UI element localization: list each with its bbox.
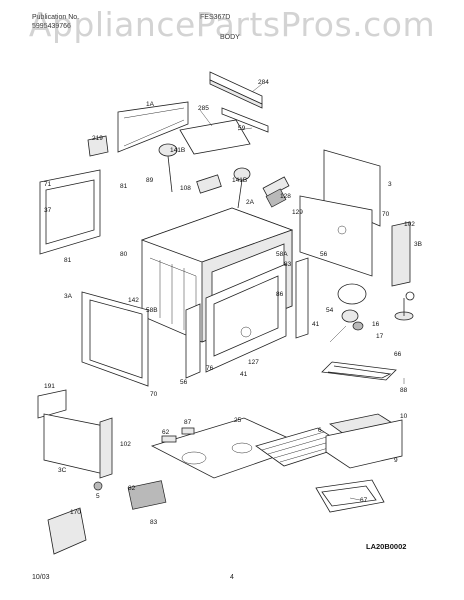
part-label: 88 xyxy=(400,387,408,394)
part-label: 81 xyxy=(64,257,72,264)
top-trim-59 xyxy=(221,107,269,133)
bake-element-66 xyxy=(321,361,397,381)
broil-element-67 xyxy=(315,479,385,513)
part-label: 102 xyxy=(120,441,131,448)
part-label: 141B xyxy=(232,177,247,184)
thermostat-141b-left xyxy=(158,143,178,193)
section-title: BODY xyxy=(220,34,240,41)
part-label: 170 xyxy=(70,509,81,516)
part-label: 67 xyxy=(360,497,368,504)
part-label: 81 xyxy=(120,183,128,190)
part-label: 2A xyxy=(246,199,255,206)
part-label: 70 xyxy=(382,211,390,218)
part-label: 58A xyxy=(276,251,288,258)
dial-panel-142 xyxy=(337,283,367,305)
part-label: 5 xyxy=(96,493,100,500)
part-label: 142 xyxy=(128,297,139,304)
side-panel-71 xyxy=(39,169,101,255)
bracket-102 xyxy=(391,221,411,287)
model-number: FES367D xyxy=(200,14,231,21)
part-label: 86 xyxy=(276,291,284,298)
publication-label: Publication No. xyxy=(32,14,80,21)
part-label: 191 xyxy=(44,383,55,390)
part-label: 141B xyxy=(170,147,185,154)
part-label: 70 xyxy=(150,391,158,398)
back-panel-1a xyxy=(117,101,189,153)
clip-87 xyxy=(181,427,195,435)
clip-5 xyxy=(93,481,103,491)
terminal-block-82 xyxy=(127,480,167,510)
part-label: 3A xyxy=(64,293,73,300)
part-label: 6 xyxy=(318,427,322,434)
part-label: 62 xyxy=(162,429,170,436)
part-label: 3 xyxy=(388,181,392,188)
part-label: 16 xyxy=(372,321,380,328)
part-219 xyxy=(87,135,109,157)
part-label: 102 xyxy=(404,221,415,228)
part-label: 59 xyxy=(238,125,246,132)
part-label: 41 xyxy=(240,371,248,378)
part-label: 219 xyxy=(92,135,103,142)
switch-108 xyxy=(196,174,222,194)
part-label: 9 xyxy=(394,457,398,464)
part-label: 128 xyxy=(280,193,291,200)
part-number-labels: 284 1A 285 59 219 141B 89 108 141B 128 2… xyxy=(44,79,422,526)
part-label: 285 xyxy=(198,105,209,112)
bracket-3c xyxy=(43,413,105,475)
part-label: 3C xyxy=(58,467,67,474)
broiler-pan-10 xyxy=(325,413,403,469)
front-trim-56 xyxy=(185,303,201,379)
leveling-leg-3b xyxy=(394,291,415,321)
part-label: 3B xyxy=(414,241,422,248)
part-label: 89 xyxy=(146,177,154,184)
part-label: 82 xyxy=(128,485,136,492)
clip-62 xyxy=(161,435,177,443)
part-label: 37 xyxy=(44,207,52,214)
part-label: 76 xyxy=(206,365,214,372)
part-label: 56 xyxy=(320,251,328,258)
part-label: 66 xyxy=(394,351,402,358)
part-label: 1A xyxy=(146,101,155,108)
publication-number: 5995439766 xyxy=(32,23,71,30)
side-panel-56-right xyxy=(295,257,309,339)
oven-door-frame xyxy=(205,263,287,373)
part-label: 108 xyxy=(180,185,191,192)
insulation-285 xyxy=(179,119,251,155)
part-label: 25 xyxy=(234,417,242,424)
bracket-191 xyxy=(37,389,67,419)
leader-lines xyxy=(199,83,405,501)
part-label: 41 xyxy=(312,321,320,328)
bracket-170 xyxy=(47,507,87,555)
part-label: 87 xyxy=(184,419,192,426)
footer-date: 10/03 xyxy=(32,574,50,581)
part-label: 17 xyxy=(376,333,384,340)
lamp-128 xyxy=(262,176,290,208)
knob-54 xyxy=(341,309,364,331)
part-label: 71 xyxy=(44,181,52,188)
part-label: 80 xyxy=(120,251,128,258)
part-label: 10 xyxy=(400,413,408,420)
part-label: 83 xyxy=(284,261,292,268)
footer-page-number: 4 xyxy=(230,574,234,581)
part-label: 58B xyxy=(146,307,158,314)
part-label: 284 xyxy=(258,79,269,86)
side-panel-3a xyxy=(81,291,149,387)
bracket-102-lower xyxy=(99,417,113,479)
top-trim-284 xyxy=(209,71,263,109)
part-label: 129 xyxy=(292,209,303,216)
side-panel-70-upper xyxy=(299,195,373,277)
diagram-code: LA20B0002 xyxy=(366,542,407,551)
part-label: 127 xyxy=(248,359,259,366)
part-label: 54 xyxy=(326,307,334,314)
thermostat-141b-right xyxy=(233,167,251,209)
part-label: 56 xyxy=(180,379,188,386)
part-label: 83 xyxy=(150,519,158,526)
